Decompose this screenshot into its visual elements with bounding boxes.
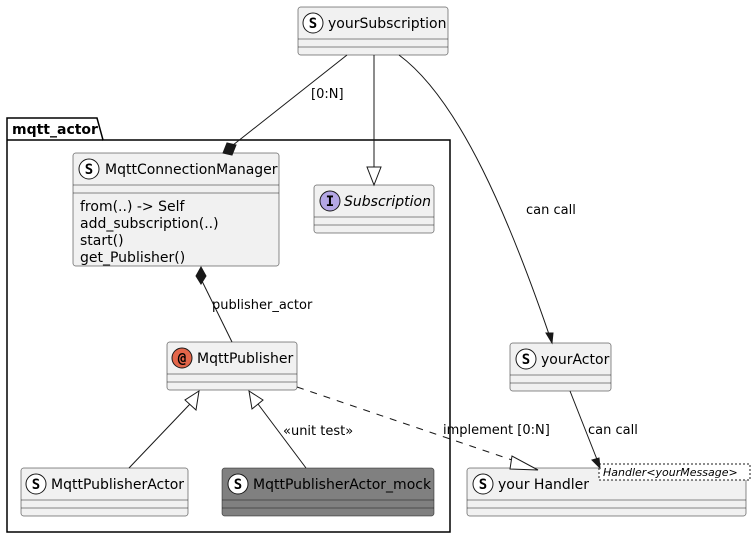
class-mqtt-publisher[interactable]: @ MqttPublisher (166, 341, 298, 391)
relation-subscription-interface (366, 55, 382, 187)
class-name: yourActor (541, 352, 610, 368)
svg-text:S: S (32, 477, 40, 493)
struct-stereotype-icon (472, 473, 494, 495)
class-your-actor[interactable]: S yourActor (509, 342, 612, 392)
class-name: MqttPublisherActor_mock (253, 477, 432, 493)
relation-subscription-manager: [0:N] (222, 54, 348, 156)
svg-text:S: S (234, 477, 242, 493)
class-name: Subscription (344, 194, 431, 210)
class-mqtt-publisher-actor-mock[interactable]: S MqttPublisherActor_mock (221, 467, 435, 517)
relation-label: publisher_actor (212, 298, 313, 313)
annotation-stereotype-icon (171, 347, 193, 369)
class-mqtt-publisher-actor[interactable]: S MqttPublisherActor (20, 467, 189, 517)
struct-stereotype-icon (227, 473, 249, 495)
generic-parameter: Handler<yourMessage> (603, 466, 738, 479)
relation-mock-publisher: «unit test» (248, 389, 353, 469)
relation-label: [0:N] (311, 87, 344, 102)
class-name: MqttPublisherActor (51, 477, 184, 493)
struct-stereotype-icon (78, 158, 100, 180)
class-your-subscription[interactable]: S yourSubscription (297, 6, 449, 56)
class-name: MqttPublisher (197, 351, 293, 367)
relation-label: can call (588, 423, 638, 438)
svg-text:S: S (85, 162, 93, 178)
relation-publisher-handler: implement [0:N] (296, 386, 550, 471)
relation-actor-handler: can call (569, 390, 638, 470)
class-your-handler[interactable]: S your Handler Handler<yourMessage> (466, 463, 751, 517)
relation-label: implement [0:N] (443, 423, 550, 438)
relation-label: «unit test» (283, 424, 353, 439)
package-title: mqtt_actor (12, 122, 98, 138)
package-mqtt-actor: mqtt_actor (6, 117, 451, 533)
method-add-subscription: add_subscription(..) (80, 216, 219, 232)
class-name: yourSubscription (328, 16, 446, 32)
svg-text:S: S (479, 477, 487, 493)
relation-label: can call (526, 203, 576, 218)
interface-subscription[interactable]: I Subscription (313, 184, 435, 234)
svg-text:S: S (309, 16, 317, 32)
method-start: start() (80, 233, 124, 249)
struct-stereotype-icon (302, 12, 324, 34)
svg-text:@: @ (178, 351, 186, 367)
svg-text:S: S (522, 352, 530, 368)
relation-manager-publisher: publisher_actor (195, 265, 313, 343)
struct-stereotype-icon (515, 348, 537, 370)
struct-stereotype-icon (25, 473, 47, 495)
relation-actor-publisher (128, 389, 200, 469)
interface-stereotype-icon (319, 190, 341, 212)
class-name: MqttConnectionManager (105, 162, 278, 178)
class-name: your Handler (498, 477, 589, 493)
class-mqtt-connection-manager[interactable]: S MqttConnectionManager from(..) -> Self… (72, 152, 280, 267)
relation-subscription-actor: can call (398, 54, 576, 345)
svg-text:I: I (326, 194, 334, 210)
method-get-publisher: get_Publisher() (80, 250, 185, 266)
method-from: from(..) -> Self (80, 199, 185, 215)
